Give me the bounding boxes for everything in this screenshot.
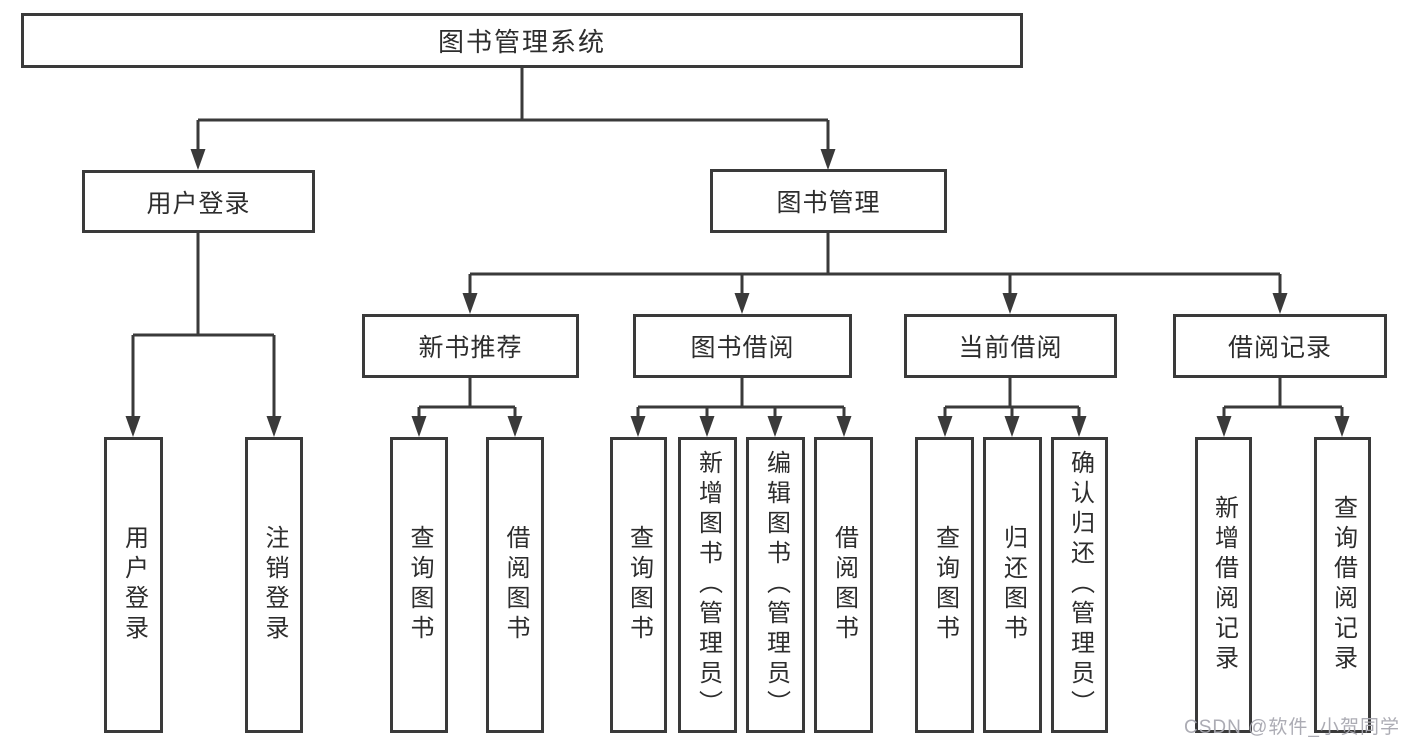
leaf-user-login: 用户登录: [104, 437, 163, 733]
leaf-borrow-books-2: 借阅图书: [814, 437, 873, 733]
connector-lines: [131, 68, 1344, 419]
arrowhead-icon: [1272, 293, 1288, 314]
arrowhead-icon: [767, 416, 783, 437]
arrowhead-icon: [1071, 416, 1087, 437]
node-root: 图书管理系统: [21, 13, 1023, 68]
arrowhead-icon: [1334, 416, 1350, 437]
arrowhead-icon: [699, 416, 715, 437]
leaf-add-book-admin: 新增图书（管理员）: [678, 437, 737, 733]
arrowhead-icon: [937, 416, 953, 437]
leaf-query-borrow-record: 查询借阅记录: [1314, 437, 1371, 733]
leaf-query-books-2: 查询图书: [610, 437, 667, 733]
arrowhead-icon: [734, 293, 750, 314]
node-book-management: 图书管理: [710, 169, 947, 233]
leaf-query-books-3: 查询图书: [915, 437, 974, 733]
arrowhead-icon: [125, 416, 141, 437]
arrowhead-icon: [462, 293, 478, 314]
node-current-borrowing: 当前借阅: [904, 314, 1117, 378]
arrowhead-icon: [1216, 416, 1232, 437]
arrowhead-icon: [507, 416, 523, 437]
arrowhead-icon: [836, 416, 852, 437]
leaf-logout: 注销登录: [245, 437, 303, 733]
leaf-add-borrow-record: 新增借阅记录: [1195, 437, 1252, 733]
leaf-confirm-return-admin: 确认归还（管理员）: [1051, 437, 1108, 733]
node-book-borrowing: 图书借阅: [633, 314, 852, 378]
leaf-borrow-books-1: 借阅图书: [486, 437, 544, 733]
arrowhead-icon: [1004, 416, 1020, 437]
node-borrow-records: 借阅记录: [1173, 314, 1387, 378]
leaf-return-books: 归还图书: [983, 437, 1042, 733]
leaf-query-books-1: 查询图书: [390, 437, 448, 733]
arrowhead-group: [125, 149, 1350, 437]
node-new-book-recommend: 新书推荐: [362, 314, 579, 378]
csdn-watermark: CSDN @软件_小贺同学: [1184, 717, 1400, 738]
arrowhead-icon: [411, 416, 427, 437]
arrowhead-icon: [1002, 293, 1018, 314]
arrowhead-icon: [266, 416, 282, 437]
arrowhead-icon: [190, 149, 206, 170]
leaf-edit-book-admin: 编辑图书（管理员）: [746, 437, 805, 733]
arrowhead-icon: [820, 149, 836, 170]
node-user-login: 用户登录: [82, 170, 315, 233]
arrowhead-icon: [630, 416, 646, 437]
